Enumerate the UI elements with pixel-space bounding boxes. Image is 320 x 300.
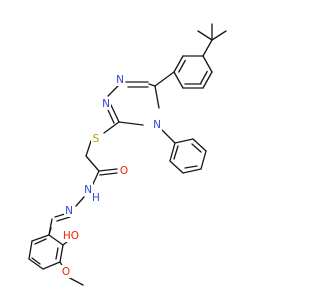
- bond: [48, 234, 64, 246]
- bond: [59, 244, 64, 263]
- atom-label-n: N: [84, 184, 92, 196]
- bond: [28, 258, 44, 270]
- atom-label-h: H: [92, 192, 100, 204]
- atom-labels: N N N S O N H N HO O: [60, 73, 162, 278]
- bond: [34, 238, 47, 245]
- bond: [191, 143, 202, 153]
- bond: [148, 83, 156, 87]
- bond: [154, 85, 160, 109]
- atom-label-o: O: [62, 266, 70, 278]
- bond: [200, 150, 207, 170]
- atom-label-ho: HO: [63, 230, 79, 242]
- bond: [85, 155, 100, 172]
- bond: [75, 196, 85, 207]
- bond: [197, 30, 213, 41]
- bond: [173, 145, 179, 160]
- bond: [103, 121, 120, 134]
- bond: [169, 160, 184, 174]
- bond: [48, 227, 52, 236]
- bond: [31, 257, 41, 265]
- bond: [55, 247, 59, 260]
- bond: [178, 59, 186, 73]
- bond: [98, 168, 118, 172]
- atom-label-o: O: [120, 165, 128, 177]
- chemical-structure-diagram: N N N S O N H N HO O: [28, 23, 227, 286]
- bond: [173, 55, 184, 73]
- atom-label-n: N: [102, 98, 110, 110]
- bond: [173, 71, 184, 89]
- bond: [202, 39, 213, 57]
- bond: [118, 121, 144, 126]
- bond: [200, 70, 208, 84]
- bond: [85, 140, 92, 157]
- atom-label-n: N: [65, 205, 73, 217]
- bond: [28, 240, 33, 260]
- bond: [202, 55, 213, 73]
- bond: [169, 142, 176, 162]
- bond: [184, 165, 198, 169]
- atom-label-n: N: [153, 119, 161, 131]
- bond: [211, 30, 227, 41]
- bond: [56, 216, 71, 222]
- bond: [91, 170, 100, 187]
- bond: [109, 102, 120, 123]
- bond: [192, 138, 207, 152]
- bond: [174, 138, 194, 144]
- bond: [42, 261, 61, 270]
- bond: [99, 172, 118, 176]
- bond: [161, 129, 176, 144]
- bond: [202, 71, 213, 89]
- bond: [107, 109, 115, 124]
- bond: [182, 168, 202, 174]
- bond-lines: [28, 23, 227, 286]
- atom-label-s: S: [93, 133, 100, 145]
- atom-label-n: N: [116, 74, 124, 86]
- bond: [154, 71, 175, 87]
- bond: [31, 234, 50, 242]
